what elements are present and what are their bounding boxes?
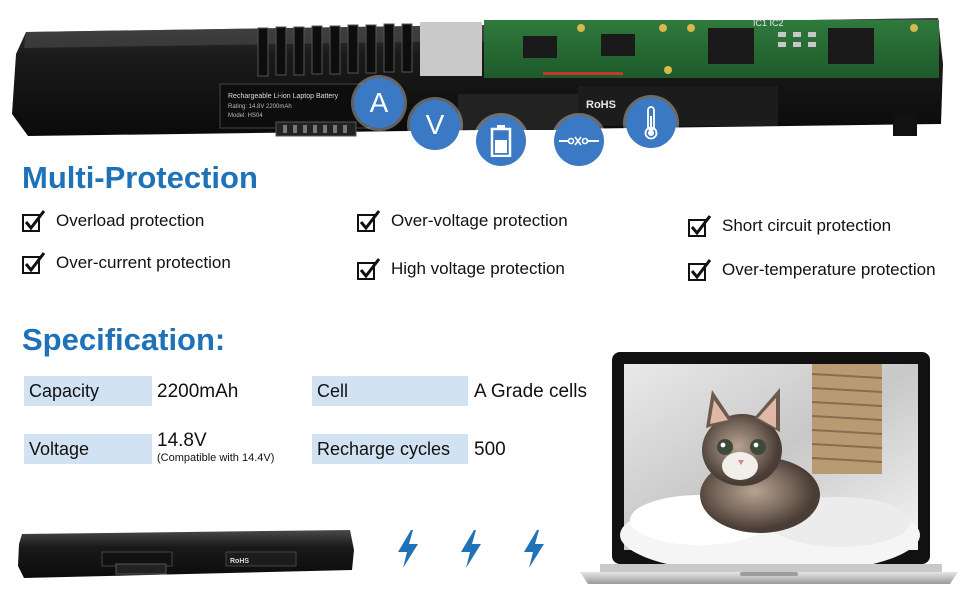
feature-high-voltage: High voltage protection [357, 258, 565, 280]
spec-value-cell: A Grade cells [474, 381, 587, 402]
feature-label: High voltage protection [391, 259, 565, 278]
bottom-rohs-mark: RoHS [230, 558, 249, 565]
battery-side-illustration: RoHS [18, 530, 354, 578]
spec-value-voltage-note: (Compatible with 14.4V) [157, 452, 275, 464]
spec-label-cell: Cell [312, 376, 468, 406]
feature-label: Over-voltage protection [391, 211, 568, 230]
feature-over-current: Over-current protection [22, 252, 231, 274]
battery-charge-badge [476, 116, 526, 166]
voltage-badge: V [410, 100, 460, 150]
multi-protection-heading: Multi-Protection [22, 160, 258, 195]
spec-value-recharge-cycles: 500 [474, 439, 506, 460]
feature-label: Over-current protection [56, 253, 231, 272]
battery-icon [490, 125, 512, 157]
lightning-icon [398, 530, 418, 568]
lightning-icon [524, 530, 544, 568]
spec-label-capacity: Capacity [24, 376, 152, 406]
battery-product-image: RoHS [16, 530, 356, 580]
rohs-mark: RoHS [586, 99, 616, 111]
chip-label-text: IC1 IC2 [753, 18, 784, 28]
feature-over-temperature: Over-temperature protection [688, 259, 936, 281]
voltage-symbol: V [425, 109, 445, 140]
checkbox-checked-icon [357, 258, 381, 280]
feature-overload: Overload protection [22, 210, 204, 232]
feature-label: Over-temperature protection [722, 260, 936, 279]
spec-value-capacity: 2200mAh [157, 381, 239, 402]
spec-label-recharge-cycles: Recharge cycles [312, 434, 468, 464]
lightning-icon [461, 530, 481, 568]
ampere-symbol: A [369, 87, 389, 118]
thermometer-icon [644, 106, 658, 140]
feature-label: Short circuit protection [722, 216, 892, 235]
checkbox-checked-icon [22, 210, 46, 232]
spec-label-voltage: Voltage [24, 434, 152, 464]
spec-value-voltage: 14.8V [157, 430, 207, 451]
feature-label: Overload protection [56, 211, 205, 230]
battery-label-line1: Rechargeable Li-ion Laptop Battery [228, 93, 339, 100]
checkbox-checked-icon [22, 252, 46, 274]
ampere-badge: A [354, 78, 404, 128]
battery-illustration: IC1 IC2 Rechargeable Li-ion Laptop Batte… [12, 18, 943, 137]
checkbox-checked-icon [688, 215, 712, 237]
short-circuit-badge [554, 116, 604, 166]
battery-label-line2: Rating: 14.8V 2200mAh [228, 104, 292, 110]
feature-short-circuit: Short circuit protection [688, 215, 891, 237]
battery-label-line3: Model: HS04 [228, 113, 263, 119]
temperature-badge [626, 98, 676, 148]
laptop-image [580, 350, 958, 590]
feature-over-voltage: Over-voltage protection [357, 210, 568, 232]
checkbox-checked-icon [688, 259, 712, 281]
checkbox-checked-icon [357, 210, 381, 232]
laptop-illustration [580, 352, 958, 584]
battery-hero-image: IC1 IC2 Rechargeable Li-ion Laptop Batte… [8, 14, 943, 166]
spec-value-voltage-group: 14.8V (Compatible with 14.4V) [157, 430, 274, 464]
specification-heading: Specification: [22, 322, 226, 357]
switch-icon [559, 136, 599, 146]
